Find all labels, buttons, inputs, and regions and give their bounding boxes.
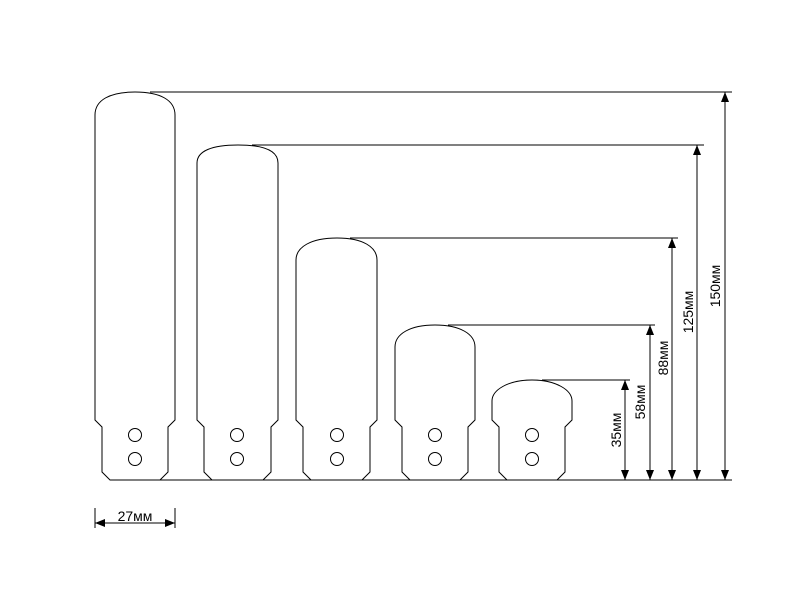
blade-150 <box>94 91 176 481</box>
blade-88 <box>295 237 378 481</box>
blade-58 <box>394 324 476 481</box>
mounting-hole <box>128 452 142 466</box>
height-labels: 150мм 125мм 88мм 58мм 35мм <box>608 265 723 448</box>
dimension-88 <box>668 238 676 480</box>
blade-outline <box>94 91 176 481</box>
extension-lines <box>110 91 732 481</box>
mounting-hole <box>128 428 142 442</box>
dimension-150 <box>721 92 729 480</box>
height-label-35: 35мм <box>608 413 624 448</box>
dimension-125 <box>693 145 701 480</box>
blade-outline <box>196 144 279 481</box>
mounting-hole <box>525 452 539 466</box>
blade-125 <box>196 144 279 481</box>
blade-outline <box>394 324 476 481</box>
height-dimensions <box>621 92 729 480</box>
mounting-hole <box>428 452 442 466</box>
mounting-hole <box>330 452 344 466</box>
height-label-125: 125мм <box>680 291 696 334</box>
width-dimension: 27мм <box>94 508 176 528</box>
dimension-58 <box>646 325 654 480</box>
height-label-150: 150мм <box>707 265 723 308</box>
dimension-35 <box>621 380 629 480</box>
mounting-hole <box>525 428 539 442</box>
blade-outline <box>295 237 378 481</box>
mounting-hole <box>428 428 442 442</box>
width-label: 27мм <box>118 508 153 524</box>
mounting-hole <box>230 428 244 442</box>
blade-35 <box>491 379 573 481</box>
height-label-88: 88мм <box>655 341 671 376</box>
mounting-hole <box>330 428 344 442</box>
mounting-hole <box>230 452 244 466</box>
height-label-58: 58мм <box>632 385 648 420</box>
